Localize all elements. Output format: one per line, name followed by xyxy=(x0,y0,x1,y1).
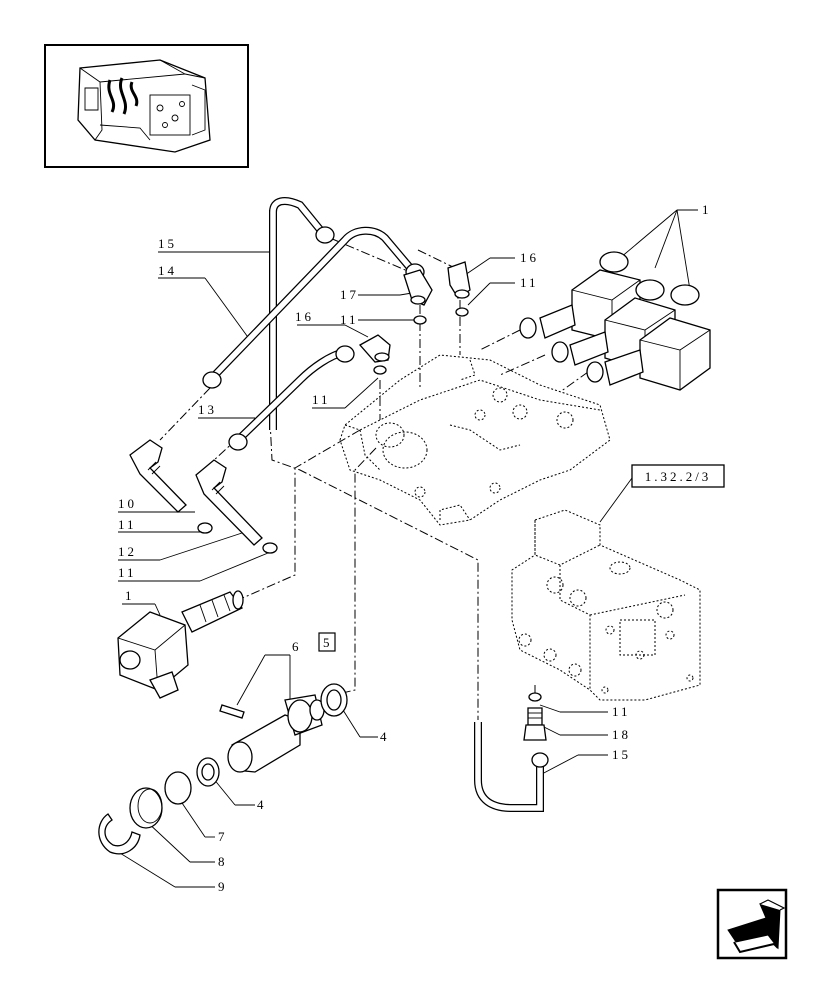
label-11-b: 11 xyxy=(340,312,359,327)
label-11-c: 11 xyxy=(312,392,331,407)
label-13: 13 xyxy=(198,402,217,417)
label-18: 18 xyxy=(612,727,631,742)
pipe-14 xyxy=(202,226,425,389)
label-16-top: 16 xyxy=(520,250,539,265)
fitting-10 xyxy=(129,439,187,513)
label-11-a: 11 xyxy=(520,275,539,290)
label-12: 12 xyxy=(118,544,137,559)
label-17: 17 xyxy=(340,287,359,302)
solenoid-valve-left xyxy=(117,590,244,699)
label-6: 6 xyxy=(292,639,302,654)
label-15-bottom: 15 xyxy=(612,747,631,762)
fitting-17 xyxy=(403,269,433,306)
thumbnail-frame[interactable] xyxy=(44,44,249,168)
label-box-5 xyxy=(318,632,336,652)
o-rings xyxy=(197,307,542,702)
ring-7 xyxy=(164,771,192,805)
fitting-18 xyxy=(523,707,547,741)
pin-6 xyxy=(219,704,245,719)
label-10: 10 xyxy=(118,496,137,511)
valve-block-housing xyxy=(339,354,611,526)
previous-page-button[interactable] xyxy=(716,888,788,960)
label-1-top: 1 xyxy=(702,202,712,217)
label-11-d: 11 xyxy=(118,517,137,532)
seal-4-left xyxy=(196,757,220,787)
label-4-left: 4 xyxy=(257,797,267,812)
label-11-e: 11 xyxy=(118,565,137,580)
label-15-top: 15 xyxy=(158,236,177,251)
spool-assembly xyxy=(227,694,325,773)
reference-label: 1.32.2/3 xyxy=(645,469,712,484)
label-14: 14 xyxy=(158,263,177,278)
label-11-f: 11 xyxy=(612,704,631,719)
fitting-16-top xyxy=(447,261,471,299)
circlip-9 xyxy=(98,813,141,855)
solenoid-valve-3 xyxy=(586,284,711,391)
fitting-12 xyxy=(195,459,263,546)
label-5: 5 xyxy=(323,635,333,650)
transmission-housing-thumbnail xyxy=(77,59,211,153)
label-7: 7 xyxy=(218,829,228,844)
leader-lines xyxy=(114,209,698,888)
label-1-left: 1 xyxy=(125,588,135,603)
callout-labels: 1 15 14 16 11 17 11 16 11 13 10 11 12 11… xyxy=(118,202,712,894)
label-8: 8 xyxy=(218,854,228,869)
control-housing xyxy=(511,509,701,701)
label-16-mid: 16 xyxy=(295,309,314,324)
label-4-right: 4 xyxy=(380,729,390,744)
disc-8 xyxy=(129,787,163,829)
fitting-16-mid xyxy=(358,334,391,363)
previous-page-arrow-icon xyxy=(727,899,786,954)
pipe-13 xyxy=(228,345,355,451)
label-9: 9 xyxy=(218,879,228,894)
reference-box[interactable] xyxy=(631,464,725,488)
seal-4-right xyxy=(320,683,348,717)
pipe-15-lower xyxy=(474,722,549,812)
